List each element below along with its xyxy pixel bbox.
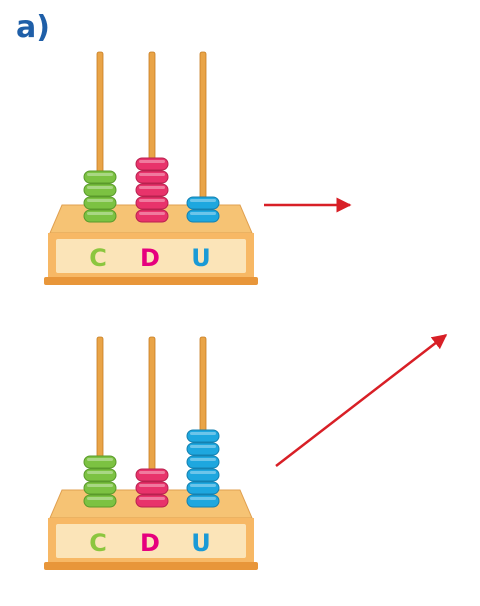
bead-highlight bbox=[190, 497, 216, 500]
bead-highlight bbox=[139, 199, 165, 202]
abaci-group: C D U C D U bbox=[44, 51, 258, 570]
bead-highlight bbox=[139, 484, 165, 487]
abacus-base-foot bbox=[44, 562, 258, 570]
bead-C bbox=[83, 183, 117, 197]
column-letter-C: C bbox=[89, 529, 107, 557]
bead-D bbox=[135, 481, 169, 495]
column-letter-U: U bbox=[191, 244, 211, 272]
bead-U bbox=[186, 442, 220, 456]
abacus-label-panel bbox=[56, 524, 246, 558]
bead-highlight bbox=[87, 199, 113, 202]
bead-U bbox=[186, 455, 220, 469]
bead-highlight bbox=[190, 471, 216, 474]
bead-D bbox=[135, 157, 169, 171]
bead-U bbox=[186, 481, 220, 495]
bead-highlight bbox=[190, 212, 216, 215]
abacus-base-foot bbox=[44, 277, 258, 285]
bead-D bbox=[135, 170, 169, 184]
bead-U bbox=[186, 209, 220, 223]
bead-C bbox=[83, 468, 117, 482]
bead-highlight bbox=[139, 471, 165, 474]
rod-U bbox=[199, 51, 207, 222]
bead-highlight bbox=[139, 160, 165, 163]
bead-C bbox=[83, 170, 117, 184]
bead-U bbox=[186, 494, 220, 508]
column-letter-C: C bbox=[89, 244, 107, 272]
column-letter-D: D bbox=[140, 244, 160, 272]
bead-highlight bbox=[190, 432, 216, 435]
bead-C bbox=[83, 494, 117, 508]
bead-D bbox=[135, 494, 169, 508]
bead-C bbox=[83, 481, 117, 495]
bead-highlight bbox=[190, 445, 216, 448]
bead-C bbox=[83, 455, 117, 469]
bead-C bbox=[83, 209, 117, 223]
bead-highlight bbox=[190, 199, 216, 202]
bead-D bbox=[135, 209, 169, 223]
bead-U bbox=[186, 429, 220, 443]
bead-highlight bbox=[87, 212, 113, 215]
bead-highlight bbox=[190, 484, 216, 487]
bead-highlight bbox=[87, 484, 113, 487]
bead-highlight bbox=[139, 173, 165, 176]
arrow-2 bbox=[275, 334, 448, 467]
bead-highlight bbox=[87, 186, 113, 189]
bead-highlight bbox=[87, 497, 113, 500]
bead-D bbox=[135, 196, 169, 210]
bead-highlight bbox=[87, 458, 113, 461]
bead-highlight bbox=[87, 471, 113, 474]
bead-U bbox=[186, 468, 220, 482]
bead-U bbox=[186, 196, 220, 210]
column-letter-U: U bbox=[191, 529, 211, 557]
bead-highlight bbox=[139, 212, 165, 215]
exercise-label: a) bbox=[16, 10, 50, 45]
bead-highlight bbox=[87, 173, 113, 176]
column-letter-D: D bbox=[140, 529, 160, 557]
bead-C bbox=[83, 196, 117, 210]
bead-highlight bbox=[190, 458, 216, 461]
abacus-label-panel bbox=[56, 239, 246, 273]
bead-D bbox=[135, 468, 169, 482]
bead-highlight bbox=[139, 186, 165, 189]
bead-highlight bbox=[139, 497, 165, 500]
bead-D bbox=[135, 183, 169, 197]
